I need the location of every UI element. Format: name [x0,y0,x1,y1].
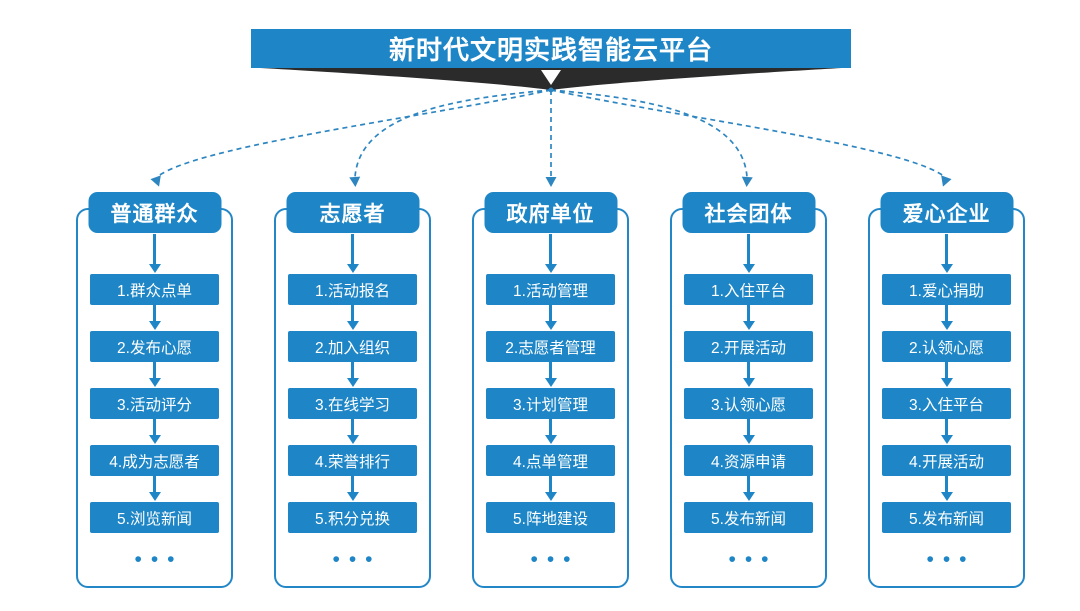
step-box: 4.点单管理 [486,445,615,476]
column-caring-enterprises: 爱心企业 1.爱心捐助 2.认领心愿 3.入住平台 4.开展活动 5.发布新闻 … [868,192,1025,588]
step-box: 4.资源申请 [684,445,813,476]
down-arrow-icon [153,476,156,492]
step-box: 1.入住平台 [684,274,813,305]
more-indicator: ••• [134,548,184,571]
down-arrow-icon [945,305,948,321]
step-box: 4.荣誉排行 [288,445,417,476]
down-arrow-icon [549,362,552,378]
down-arrow-icon [549,234,552,264]
step-box: 4.成为志愿者 [90,445,219,476]
column-title: 爱心企业 [902,202,991,226]
step-box: 2.发布心愿 [90,331,219,362]
down-arrow-icon [747,362,750,378]
column-header: 政府单位 [484,192,617,233]
down-arrow-icon [351,362,354,378]
down-arrow-icon [351,234,354,264]
column-social-groups: 社会团体 1.入住平台 2.开展活动 3.认领心愿 4.资源申请 5.发布新闻 … [670,192,827,588]
step-box: 2.加入组织 [288,331,417,362]
down-arrow-icon [945,362,948,378]
more-indicator: ••• [728,548,778,571]
step-box: 5.阵地建设 [486,502,615,533]
step-box: 5.发布新闻 [882,502,1011,533]
down-arrow-icon [549,476,552,492]
column-title: 志愿者 [319,202,386,226]
column-title: 普通群众 [110,202,199,226]
platform-title-banner: 新时代文明实践智能云平台 [251,29,851,68]
arrowhead-col3-icon [545,177,557,187]
platform-title: 新时代文明实践智能云平台 [388,35,713,65]
step-box: 2.志愿者管理 [486,331,615,362]
column-government-units: 政府单位 1.活动管理 2.志愿者管理 3.计划管理 4.点单管理 5.阵地建设… [472,192,629,588]
column-header: 志愿者 [286,192,419,233]
column-header: 普通群众 [88,192,221,233]
down-arrow-icon [945,476,948,492]
step-box: 1.活动管理 [486,274,615,305]
down-arrow-icon [351,419,354,435]
step-box: 5.积分兑换 [288,502,417,533]
down-arrow-icon [153,362,156,378]
connector-to-col4 [550,89,748,178]
more-indicator: ••• [530,548,580,571]
column-title: 政府单位 [506,202,595,226]
column-ordinary-public: 普通群众 1.群众点单 2.发布心愿 3.活动评分 4.成为志愿者 5.浏览新闻… [76,192,233,588]
down-arrow-icon [747,305,750,321]
down-arrow-icon [549,419,552,435]
step-box: 5.浏览新闻 [90,502,219,533]
connector-to-col2 [354,89,552,178]
more-indicator: ••• [332,548,382,571]
down-arrow-icon [747,476,750,492]
down-arrow-icon [153,234,156,264]
step-box: 4.开展活动 [882,445,1011,476]
step-box: 5.发布新闻 [684,502,813,533]
down-arrow-icon [945,419,948,435]
down-arrow-icon [549,305,552,321]
down-arrow-icon [351,305,354,321]
step-box: 1.活动报名 [288,274,417,305]
column-header: 社会团体 [682,192,815,233]
down-arrow-icon [351,476,354,492]
down-arrow-icon [945,234,948,264]
column-title: 社会团体 [704,202,793,226]
more-indicator: ••• [926,548,976,571]
down-arrow-icon [747,419,750,435]
column-header: 爱心企业 [880,192,1013,233]
arrowhead-col1-icon [150,175,161,187]
arrowhead-col4-icon [741,176,753,187]
step-box: 3.活动评分 [90,388,219,419]
connector-to-col1 [156,89,552,178]
step-box: 1.爱心捐助 [882,274,1011,305]
step-box: 3.在线学习 [288,388,417,419]
connector-to-col5 [550,89,946,178]
connector-arrowheads [150,175,952,187]
down-arrow-icon [153,305,156,321]
down-arrow-icon [153,419,156,435]
down-arrow-icon [747,234,750,264]
step-box: 1.群众点单 [90,274,219,305]
step-box: 3.计划管理 [486,388,615,419]
dashed-connectors [156,89,946,178]
step-box: 3.入住平台 [882,388,1011,419]
step-box: 2.认领心愿 [882,331,1011,362]
step-box: 3.认领心愿 [684,388,813,419]
column-volunteers: 志愿者 1.活动报名 2.加入组织 3.在线学习 4.荣誉排行 5.积分兑换 •… [274,192,431,588]
step-box: 2.开展活动 [684,331,813,362]
arrowhead-col5-icon [941,175,952,187]
ribbon-down-arrow-icon [541,70,561,85]
arrowhead-col2-icon [349,176,361,187]
